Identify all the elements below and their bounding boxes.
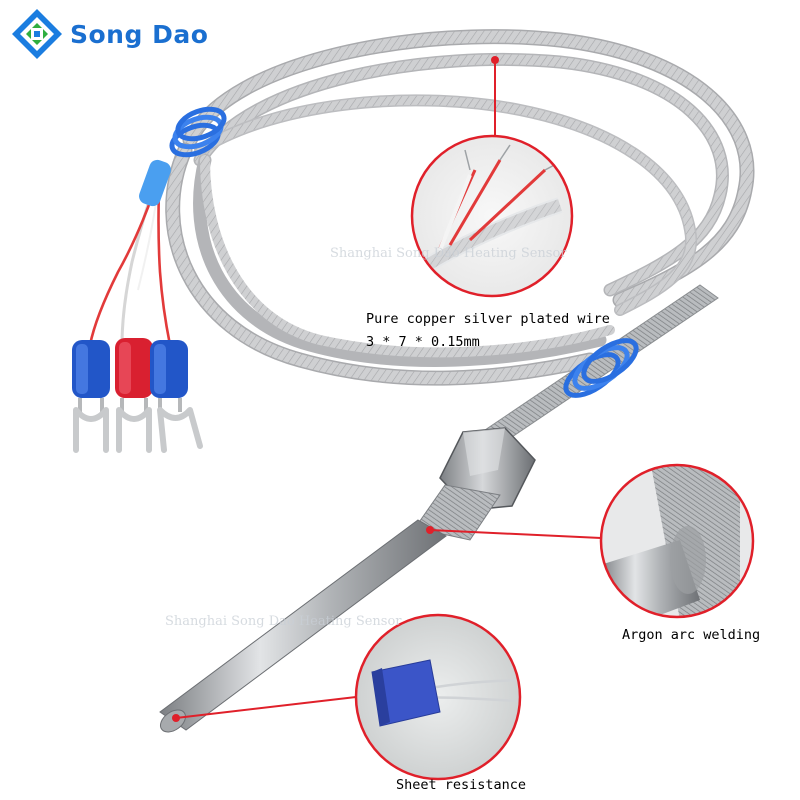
- brand-name: Song Dao: [70, 19, 209, 49]
- callout-leaders: [172, 56, 602, 722]
- blue-cable-band-upper: [169, 106, 227, 158]
- welding-detail-callout: [599, 463, 755, 619]
- wire-callout-label: Pure copper silver plated wire: [366, 311, 610, 327]
- wire-detail-callout: [410, 134, 574, 298]
- green-blue-diamond-logo-icon: [12, 9, 62, 59]
- spade-terminal-right: [150, 340, 203, 453]
- welding-callout-label: Argon arc welding: [622, 627, 761, 643]
- brand-logo: Song Dao: [10, 6, 210, 62]
- watermark-lower: Shanghai Song Dao Heating Sensor: [165, 614, 402, 629]
- resistance-callout-label: Sheet resistance: [396, 777, 527, 793]
- spade-terminal-middle: [115, 338, 153, 453]
- watermark-upper: Shanghai Song Dao Heating Sensor: [330, 246, 567, 261]
- blue-cable-band-lower: [563, 338, 639, 398]
- probe-shaft: [159, 519, 447, 733]
- spade-terminal-left: [72, 340, 110, 453]
- wire-spec-label: 3 * 7 * 0.15mm: [366, 334, 480, 350]
- threaded-fitting: [414, 484, 501, 541]
- threaded-rod: [481, 284, 719, 446]
- resistance-detail-callout: [354, 613, 522, 781]
- blue-wire-sleeve: [139, 159, 171, 207]
- braided-cable: [165, 29, 755, 386]
